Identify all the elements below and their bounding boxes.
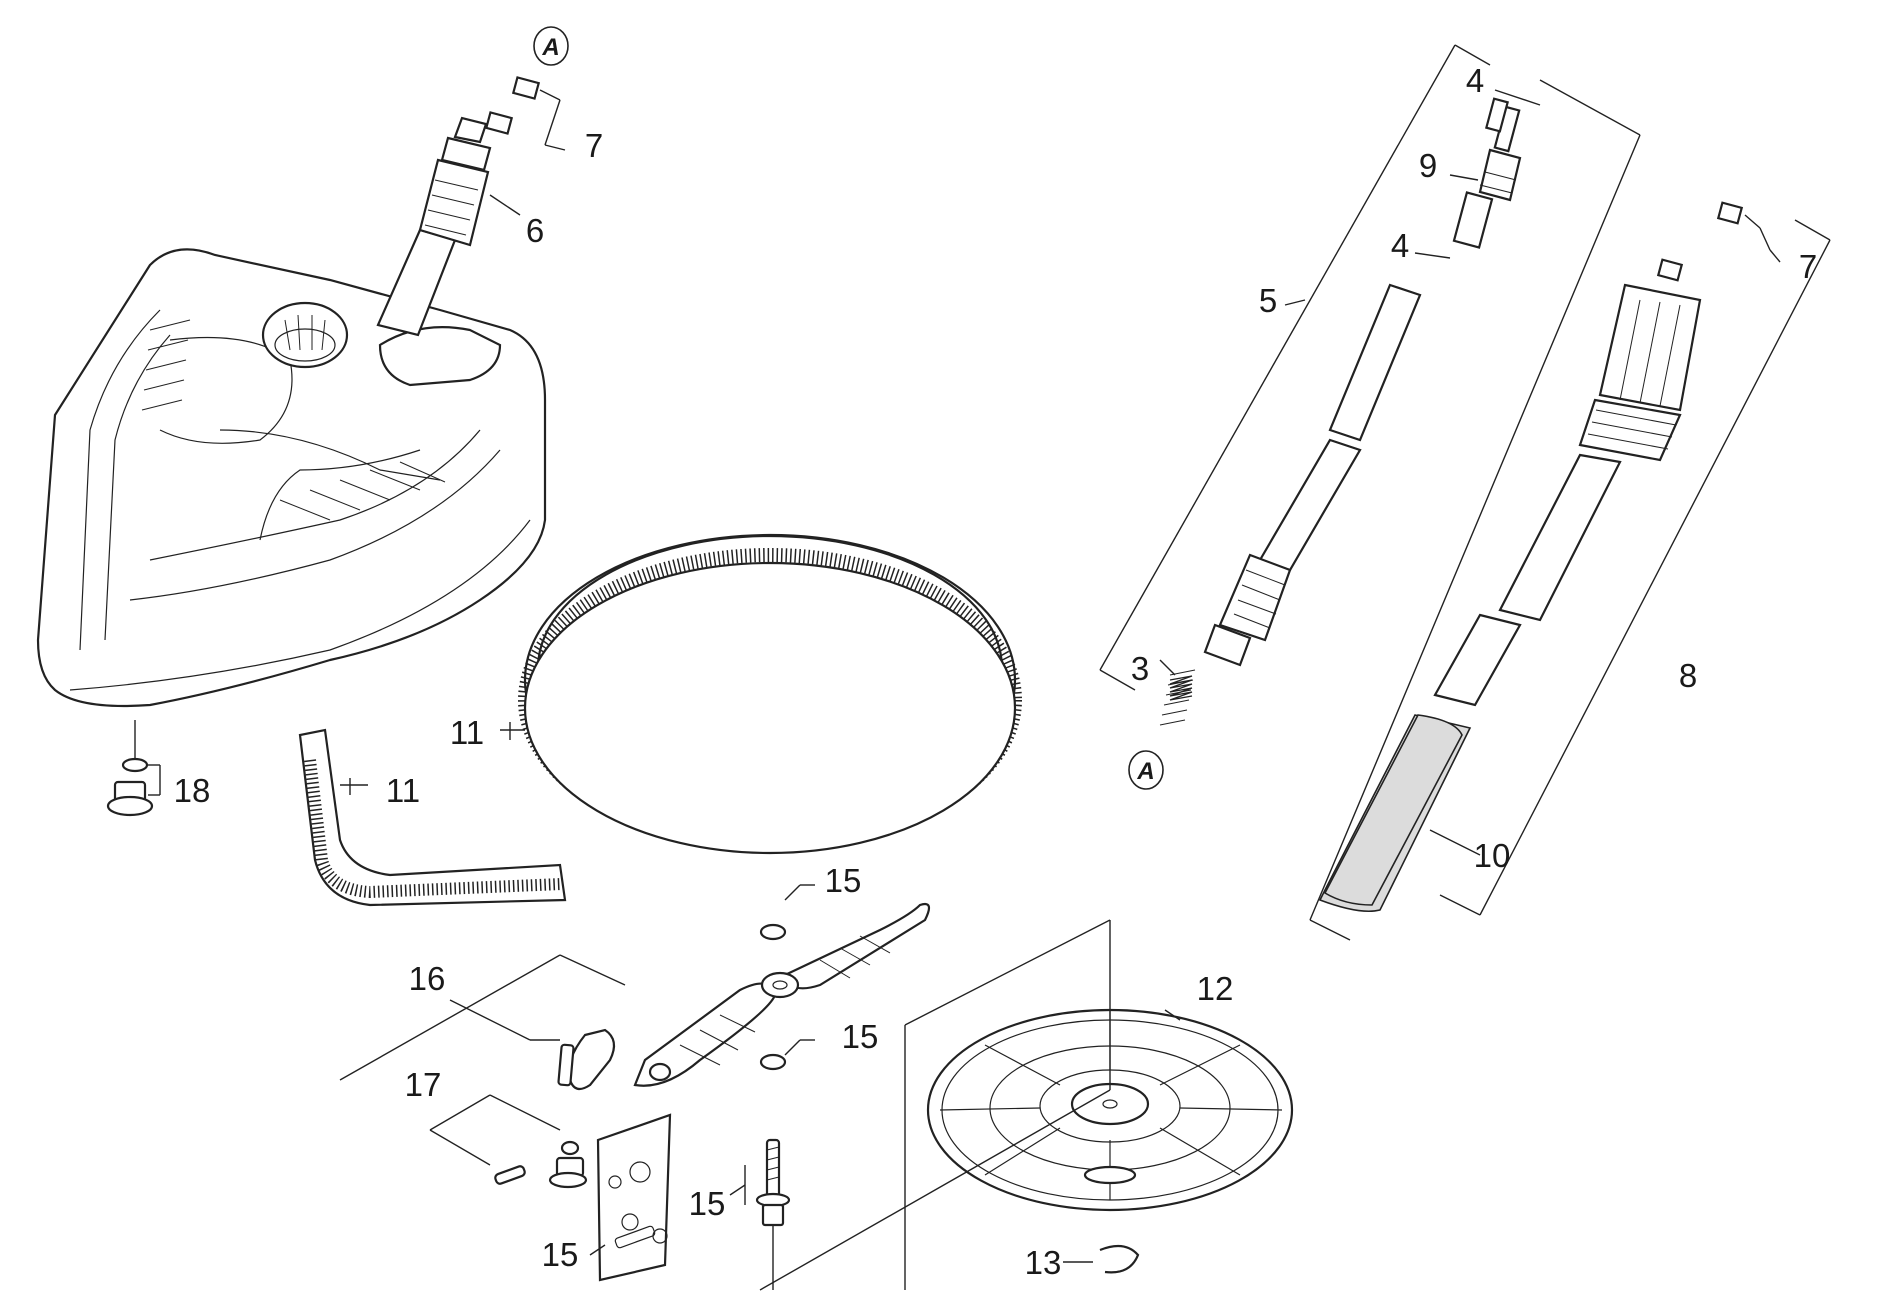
label-4-mid: 4 — [1391, 227, 1409, 264]
nozzle-17 — [494, 1140, 588, 1189]
label-18: 18 — [174, 772, 211, 809]
label-17: 17 — [405, 1066, 442, 1103]
elbow-16 — [557, 1028, 616, 1091]
label-8: 8 — [1679, 657, 1697, 694]
callout-a-bottom: A — [1128, 750, 1164, 790]
spring-3 — [1169, 675, 1193, 701]
circlip-13 — [1099, 1244, 1140, 1274]
nozzle-18 — [106, 720, 161, 817]
leader-lines — [339, 44, 1831, 1291]
lance-5 — [1159, 105, 1522, 726]
brush-ring-11 — [518, 533, 1022, 855]
fitting-7-left — [484, 76, 541, 135]
callout-a-top: A — [533, 26, 569, 66]
handle-connector-6 — [376, 116, 492, 337]
spindle-15 — [755, 1138, 791, 1290]
callout-a-top-text: A — [541, 34, 559, 61]
label-3: 3 — [1131, 650, 1149, 687]
label-11-ring: 11 — [450, 714, 484, 751]
rotor-arm — [633, 902, 931, 1087]
label-4-top: 4 — [1466, 62, 1484, 99]
label-10: 10 — [1474, 837, 1511, 874]
grip-pad-10 — [1323, 714, 1463, 906]
base-plate-12 — [926, 1008, 1294, 1212]
label-16: 16 — [409, 960, 446, 997]
label-7-right: 7 — [1799, 248, 1817, 285]
parts-kit-15 — [596, 1113, 672, 1282]
label-9: 9 — [1419, 147, 1437, 184]
label-15-b: 15 — [842, 1018, 879, 1055]
label-6: 6 — [526, 212, 544, 249]
label-7-left: 7 — [585, 127, 603, 164]
label-15-c: 15 — [689, 1185, 726, 1222]
label-15-d: 15 — [542, 1236, 579, 1273]
label-15-a: 15 — [825, 862, 862, 899]
label-5: 5 — [1259, 282, 1277, 319]
label-11-strip: 11 — [386, 772, 420, 809]
fitting-9 — [1485, 97, 1509, 133]
callout-a-bottom-text: A — [1136, 758, 1154, 785]
label-12: 12 — [1197, 970, 1234, 1007]
label-13: 13 — [1025, 1244, 1062, 1281]
surface-cleaner-housing — [36, 248, 547, 708]
brush-strip-11 — [298, 728, 567, 907]
part-labels: 3 4 4 5 6 7 7 8 9 10 11 11 12 13 15 15 1… — [174, 62, 1818, 1281]
